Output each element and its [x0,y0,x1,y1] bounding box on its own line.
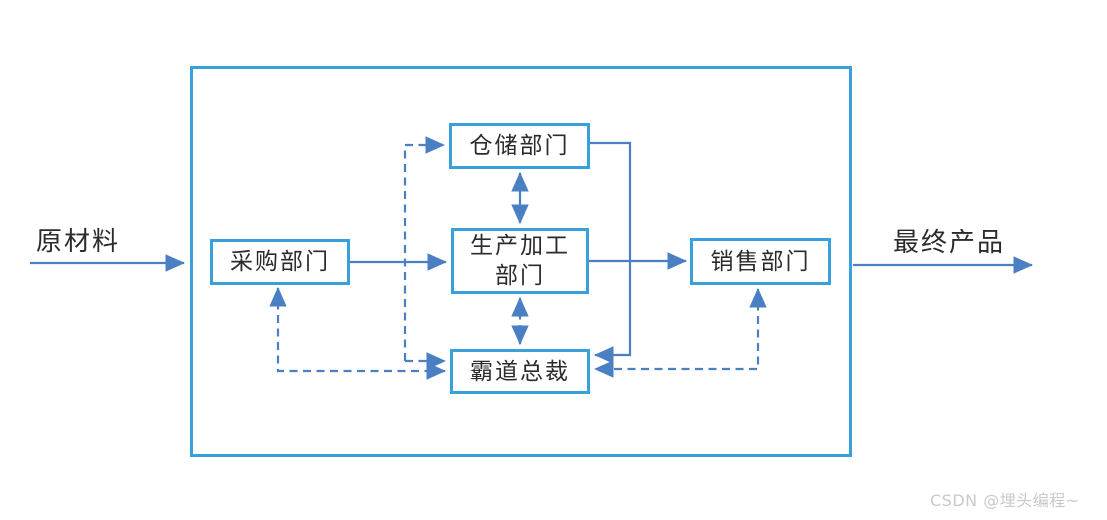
dashed-sales-ceo [593,287,767,378]
node-warehouse-label: 仓储部门 [469,133,570,159]
dashed-ceo-warehouse-riser [403,136,446,361]
node-purchasing-label: 采购部门 [230,249,330,275]
node-warehouse-dept: 仓储部门 [449,123,590,169]
csdn-watermark: CSDN @埋头编程~ [930,491,1080,510]
enterprise-boundary-box [190,66,852,457]
node-production-label: 生产加工 部门 [470,233,570,289]
arrow-warehouse-to-ceo [590,141,632,364]
dashed-ceo-purchasing [269,286,447,380]
raw-material-label: 原材料 [36,227,121,257]
node-sales-dept: 销售部门 [690,238,831,285]
node-ceo: 霸道总裁 [450,349,590,394]
node-production-dept: 生产加工 部门 [451,228,589,294]
node-purchasing-dept: 采购部门 [210,239,350,285]
final-product-label: 最终产品 [893,228,1006,258]
node-sales-label: 销售部门 [710,248,811,275]
node-ceo-label: 霸道总裁 [470,358,570,385]
